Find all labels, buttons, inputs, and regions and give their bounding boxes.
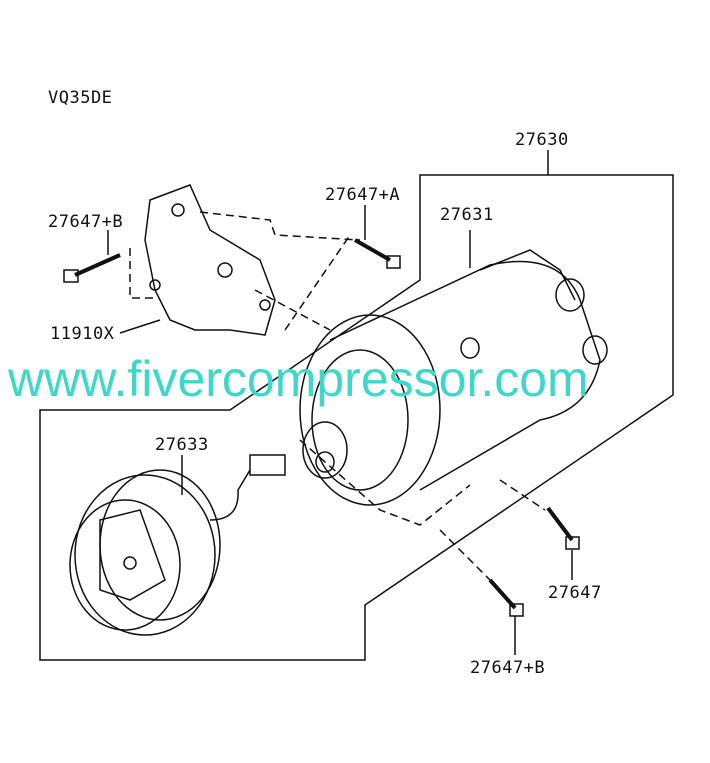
part-label-11910X[interactable]: 11910X xyxy=(50,324,115,344)
part-label-27647b-bottom[interactable]: 27647+B xyxy=(470,658,546,678)
engine-label: VQ35DE xyxy=(48,88,113,108)
assembly-frame-27630 xyxy=(39,165,674,661)
part-label-27630[interactable]: 27630 xyxy=(515,130,569,150)
part-label-27647b-top[interactable]: 27647+B xyxy=(48,212,124,232)
part-label-27647a[interactable]: 27647+A xyxy=(325,185,401,205)
watermark: www.fivercompressor.com xyxy=(8,351,589,407)
part-label-27647[interactable]: 27647 xyxy=(548,583,602,603)
part-label-27633[interactable]: 27633 xyxy=(155,435,209,455)
bolt-icons xyxy=(63,238,580,617)
bracket-11910X xyxy=(119,184,276,336)
compressor-27631 xyxy=(299,230,608,506)
part-label-27631[interactable]: 27631 xyxy=(440,205,494,225)
clutch-27633 xyxy=(69,454,286,636)
assembly-guide-lines xyxy=(129,211,546,586)
